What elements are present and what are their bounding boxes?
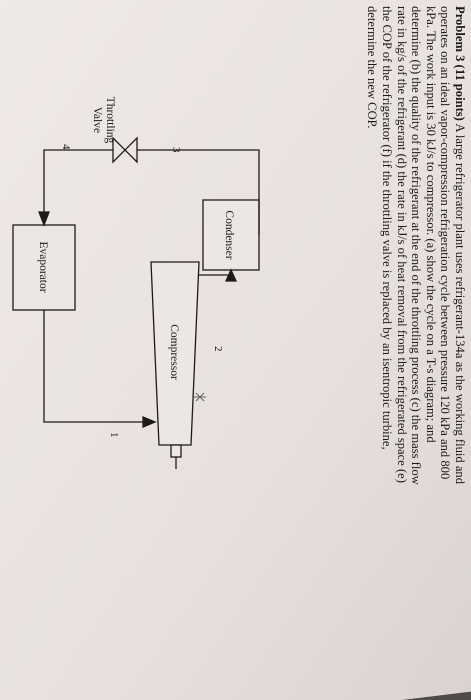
evaporator-label: Evaporator xyxy=(37,241,49,292)
compressor-shaft xyxy=(170,444,182,458)
state-4-label: 4 xyxy=(60,144,72,150)
arrow-into-evaporator xyxy=(38,211,50,227)
pipe-evaporator-to-compressor xyxy=(43,310,151,423)
condenser-label: Condenser xyxy=(223,210,235,259)
compressor-label: Compressor xyxy=(168,324,180,380)
arrow-into-condenser xyxy=(224,268,238,282)
pipe-valve-to-evaporator xyxy=(43,149,119,213)
throttling-valve xyxy=(112,136,138,164)
state-2-label: 2 xyxy=(212,346,224,352)
state-3-label: 3 xyxy=(170,147,182,153)
pipe-compressor-to-condenser xyxy=(199,272,232,276)
pipe-condenser-to-valve xyxy=(131,149,260,235)
state-1-label: 1 xyxy=(108,432,120,438)
compressor-shape xyxy=(150,261,200,446)
valve-label-line2: Valve xyxy=(91,107,103,133)
pen-mark xyxy=(194,392,206,402)
valve-label-line1: Throttling xyxy=(104,97,116,144)
arrow-into-compressor xyxy=(142,416,157,428)
